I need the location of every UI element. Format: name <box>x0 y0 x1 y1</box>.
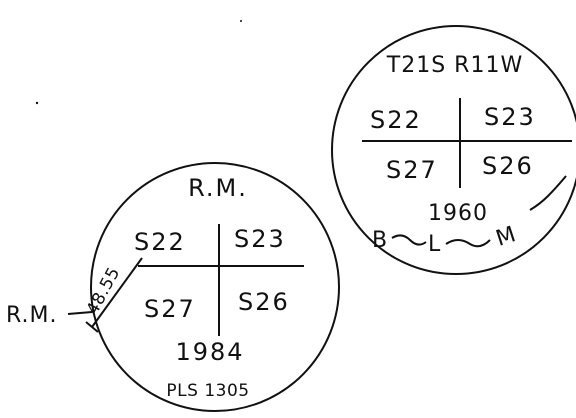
bearing-line <box>91 257 143 328</box>
section-se-1960: S26 <box>482 152 534 180</box>
reference-mark-outside-label: R.M. <box>6 303 57 328</box>
section-ne-1984: S23 <box>234 225 286 253</box>
reference-mark-top-label: R.M. <box>188 174 248 202</box>
monument-tag-1960: T21S R11W S22 S23 S27 S26 1960 B L M <box>331 25 576 275</box>
section-se-1984: S26 <box>238 288 290 316</box>
bearing-line-foot <box>85 321 99 333</box>
marker-squiggle-1 <box>391 234 427 246</box>
speck-dot <box>35 101 39 105</box>
township-range-label: T21S R11W <box>386 53 523 78</box>
pls-number-label: PLS 1305 <box>166 381 249 401</box>
reference-mark-outside: R.M. <box>6 303 93 328</box>
section-nw-1984: S22 <box>134 228 186 256</box>
marker-letter-l: L <box>428 232 441 257</box>
marker-squiggle-3 <box>529 175 567 211</box>
speck-dot <box>240 20 242 22</box>
year-1960: 1960 <box>428 201 488 226</box>
monument-tag-1984: R.M. S22 S23 S27 S26 1984 PLS 1305 48.55 <box>83 162 340 412</box>
reference-mark-pointer <box>67 311 93 315</box>
section-sw-1960: S27 <box>386 156 438 184</box>
section-nw-1960: S22 <box>370 106 422 134</box>
marker-letter-b: B <box>372 228 388 253</box>
tag-outline-1960 <box>331 25 576 275</box>
section-sw-1984: S27 <box>144 295 196 323</box>
marker-squiggle-2 <box>445 239 491 248</box>
section-ne-1960: S23 <box>484 103 536 131</box>
marker-letter-m: M <box>493 222 520 252</box>
year-1984: 1984 <box>175 338 244 366</box>
tag-outline-1984 <box>90 162 340 412</box>
